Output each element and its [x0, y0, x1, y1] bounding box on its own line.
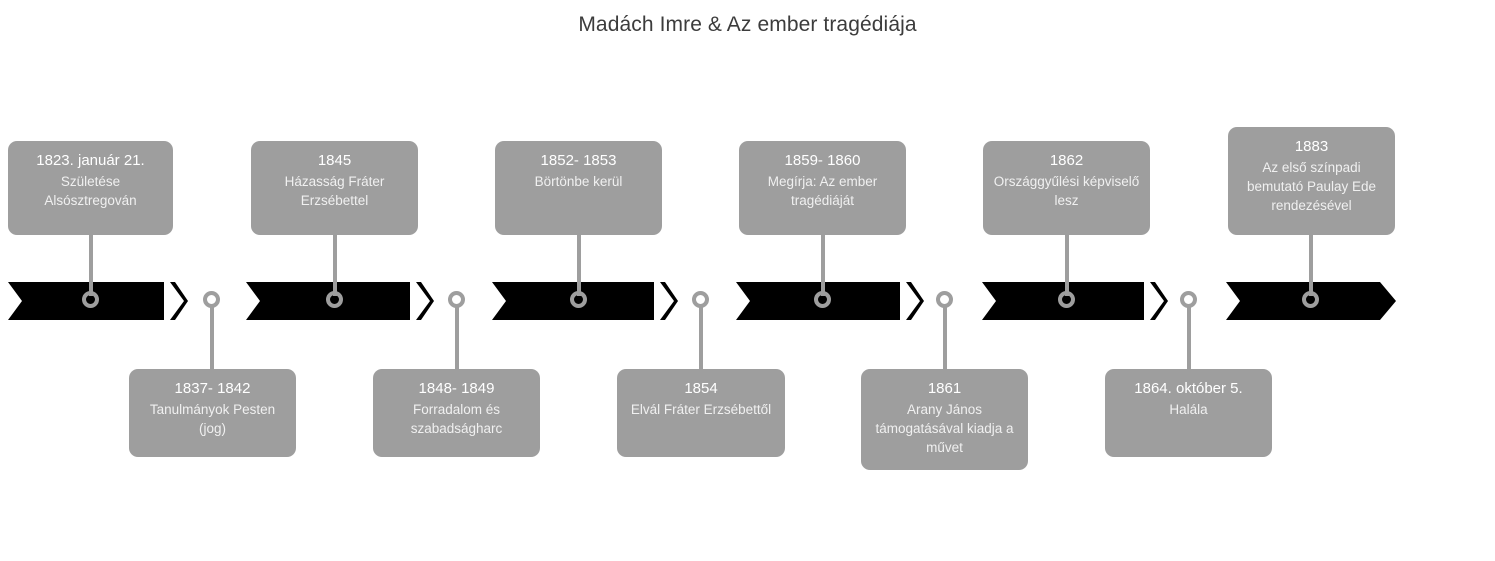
timeline-card[interactable]: 1837- 1842 Tanulmányok Pesten (jog): [129, 369, 296, 457]
timeline-bar-chevron: [170, 282, 188, 320]
timeline-card-year: 1852- 1853: [540, 152, 617, 169]
timeline-marker[interactable]: [203, 291, 220, 308]
timeline-card-year: 1859- 1860: [784, 152, 861, 169]
timeline-marker[interactable]: [448, 291, 465, 308]
timeline-marker[interactable]: [1302, 291, 1319, 308]
timeline-card-description: Házasság Fráter Erzsébettel: [284, 174, 385, 208]
timeline-card[interactable]: 1854 Elvál Fráter Erzsébettől: [617, 369, 785, 457]
timeline-card[interactable]: 1823. január 21. Születése Alsósztregová…: [8, 141, 173, 235]
timeline-card[interactable]: 1848- 1849 Forradalom és szabadságharc: [373, 369, 540, 457]
connector-stem: [89, 232, 93, 296]
timeline-card[interactable]: 1864. október 5. Halála: [1105, 369, 1272, 457]
timeline-card[interactable]: 1852- 1853 Börtönbe kerül: [495, 141, 662, 235]
timeline-card-year: 1883: [1294, 138, 1329, 155]
timeline-bar-chevron: [1150, 282, 1168, 320]
timeline-marker[interactable]: [692, 291, 709, 308]
timeline-marker[interactable]: [814, 291, 831, 308]
timeline-card-year: 1862: [1049, 152, 1084, 169]
timeline-card-description: Börtönbe kerül: [534, 174, 623, 189]
connector-stem: [699, 304, 703, 370]
timeline-card-year: 1845: [317, 152, 352, 169]
timeline-card[interactable]: 1883 Az első színpadi bemutató Paulay Ed…: [1228, 127, 1395, 235]
timeline-card[interactable]: 1862 Országgyűlési képviselő lesz: [983, 141, 1150, 235]
timeline-card[interactable]: 1859- 1860 Megírja: Az ember tragédiáját: [739, 141, 906, 235]
timeline-card-description: Elvál Fráter Erzsébettől: [630, 402, 772, 417]
timeline-card-year: 1837- 1842: [174, 380, 251, 397]
timeline-card[interactable]: 1845 Házasság Fráter Erzsébettel: [251, 141, 418, 235]
connector-stem: [1309, 232, 1313, 296]
timeline-card-description: Tanulmányok Pesten (jog): [149, 402, 276, 436]
timeline-marker[interactable]: [82, 291, 99, 308]
connector-stem: [455, 304, 459, 370]
timeline-card-description: Megírja: Az ember tragédiáját: [767, 174, 878, 208]
timeline-bar-chevron: [416, 282, 434, 320]
connector-stem: [1065, 232, 1069, 296]
timeline-card-description: Arany János támogatásával kiadja a művet: [875, 402, 1014, 455]
timeline-card-year: 1848- 1849: [418, 380, 495, 397]
connector-stem: [943, 304, 947, 370]
connector-stem: [1187, 304, 1191, 370]
timeline-card-description: Születése Alsósztregován: [44, 174, 137, 208]
connector-stem: [577, 232, 581, 296]
timeline-card[interactable]: 1861 Arany János támogatásával kiadja a …: [861, 369, 1028, 470]
timeline-card-year: 1861: [927, 380, 962, 397]
timeline-marker[interactable]: [1180, 291, 1197, 308]
connector-stem: [821, 232, 825, 296]
timeline-bar-chevron: [906, 282, 924, 320]
timeline-marker[interactable]: [326, 291, 343, 308]
connector-stem: [333, 232, 337, 296]
timeline-marker[interactable]: [936, 291, 953, 308]
timeline-marker[interactable]: [1058, 291, 1075, 308]
timeline-card-year: 1864. október 5.: [1134, 380, 1243, 397]
timeline-card-description: Halála: [1169, 402, 1208, 417]
timeline-card-description: Az első színpadi bemutató Paulay Ede ren…: [1246, 160, 1377, 213]
timeline-card-description: Országgyűlési képviselő lesz: [993, 174, 1140, 208]
timeline-card-year: 1854: [684, 380, 718, 397]
timeline-card-description: Forradalom és szabadságharc: [410, 402, 503, 436]
timeline-bar-chevron: [660, 282, 678, 320]
connector-stem: [210, 304, 214, 370]
timeline-card-year: 1823. január 21.: [36, 152, 145, 169]
timeline-marker[interactable]: [570, 291, 587, 308]
page-title: Madách Imre & Az ember tragédiája: [578, 13, 917, 36]
